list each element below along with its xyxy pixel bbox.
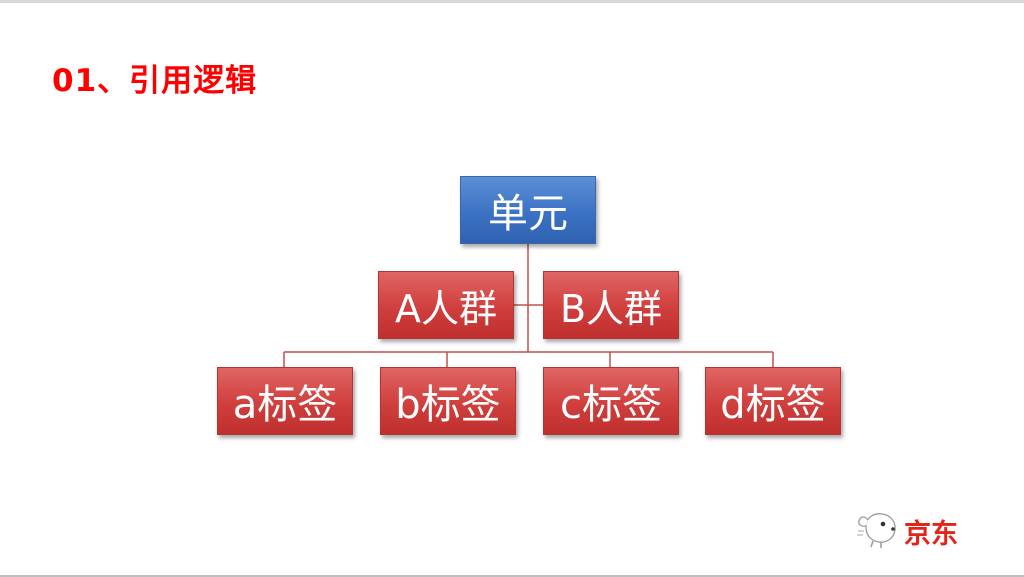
slide-title: 01、引用逻辑 [52,63,258,99]
brand-text: 京东 [904,519,958,550]
tag-node-a: a标签 [217,367,353,435]
tag-node-b: b标签 [380,367,516,435]
group-node-a: A人群 [378,271,514,339]
tag-node-c: c标签 [543,367,679,435]
brand-logo: 京东 [856,505,976,550]
bottom-divider [0,575,1024,577]
tag-node-d: d标签 [705,367,841,435]
root-node: 单元 [460,176,596,244]
jd-dog-mascot-icon [857,513,896,548]
group-node-b: B人群 [543,271,679,339]
top-divider [0,0,1024,3]
